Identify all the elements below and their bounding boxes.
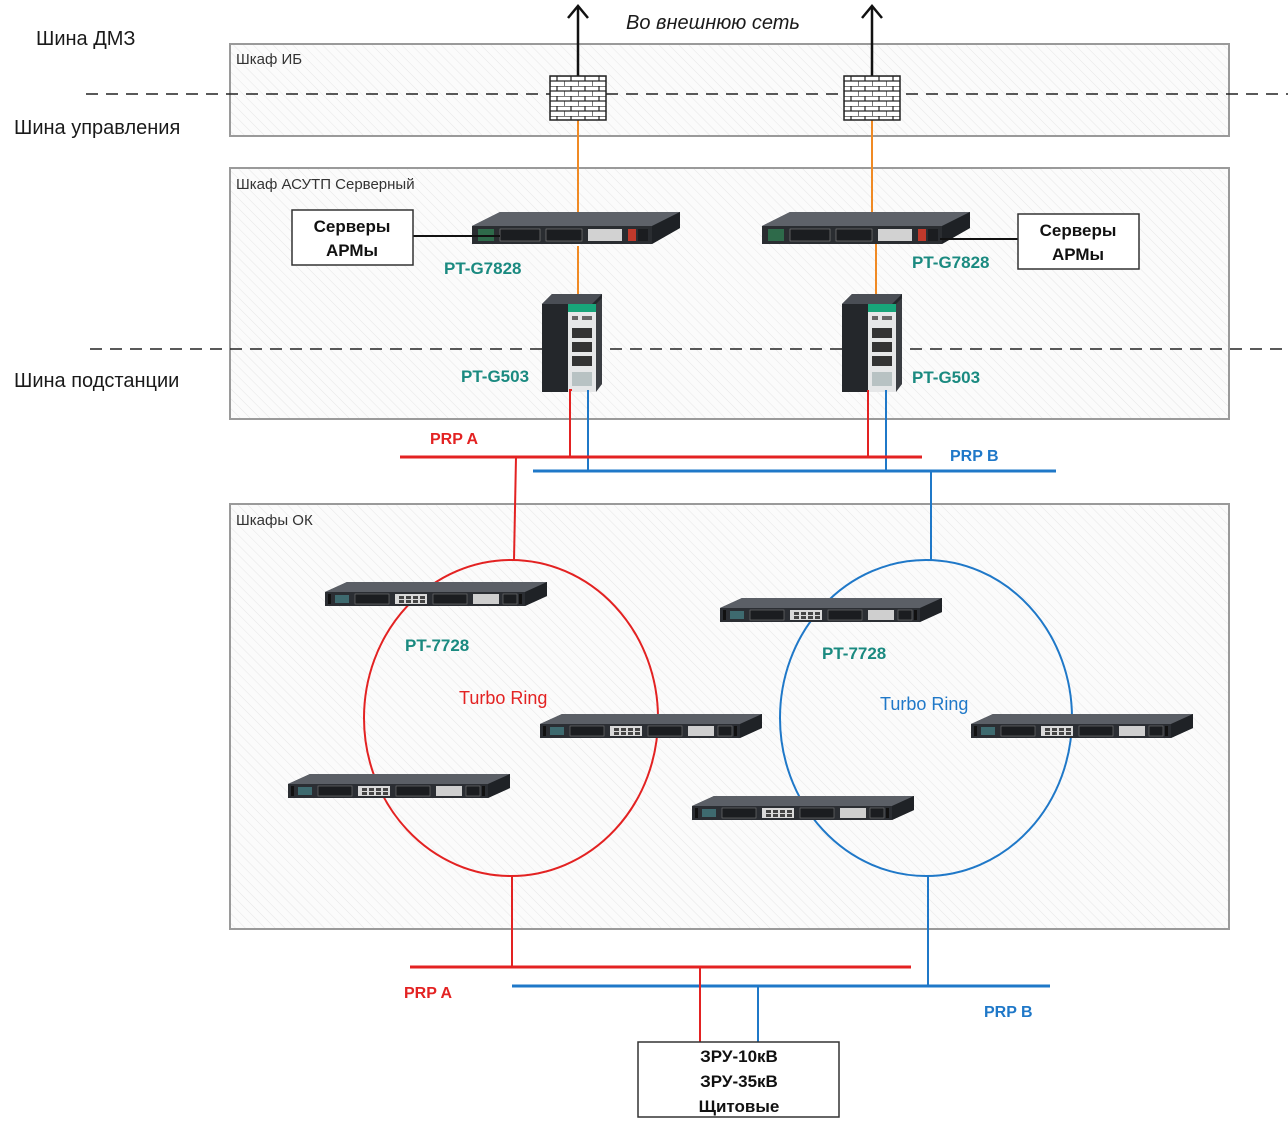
firewall-icon	[549, 75, 607, 121]
equipment-line-3: Щитовые	[699, 1097, 780, 1116]
substation-equipment-box: ЗРУ-10кВ ЗРУ-35кВ Щитовые	[637, 1041, 840, 1118]
bus-control-label: Шина управления	[14, 117, 180, 139]
core-switch-icon	[471, 211, 681, 245]
ring-switch-icon	[324, 581, 548, 607]
cabinet-ib-label: Шкаф ИБ	[236, 51, 302, 68]
prp-b-label-bottom: PRP B	[984, 1004, 1033, 1021]
prp-box-label-left: PT-G503	[461, 367, 529, 386]
turbo-ring-b-label: Turbo Ring	[880, 694, 968, 714]
prp-b-label-top: PRP B	[950, 448, 999, 465]
cabinet-ok-label: Шкафы ОК	[236, 512, 313, 529]
bus-substation-label: Шина подстанции	[14, 370, 179, 392]
core-switch-label-right: PT-G7828	[912, 253, 990, 272]
prp-a-label-bottom: PRP A	[404, 985, 452, 1002]
prp-box-icon	[542, 294, 602, 392]
server-box-left-line2: АРМы	[326, 241, 378, 260]
core-switch-label-left: PT-G7828	[444, 259, 522, 278]
prp-a-drop-left	[569, 389, 572, 457]
prp-box-icon	[842, 294, 902, 392]
cabinet-asutp-label: Шкаф АСУТП Серверный	[236, 176, 415, 193]
prp-box-label-right: PT-G503	[912, 368, 980, 387]
server-box-right-line2: АРМы	[1052, 245, 1104, 264]
equipment-line-2: ЗРУ-35кВ	[700, 1072, 778, 1091]
ring-switch-icon	[719, 597, 943, 623]
ring-switch-icon	[539, 713, 763, 739]
uplink-arrow-right	[861, 4, 883, 76]
ring-switch-label-left: PT-7728	[405, 636, 469, 655]
firewall-icon	[843, 75, 901, 121]
cabinet-asutp	[229, 167, 1230, 420]
uplink-arrow-left	[567, 4, 589, 76]
server-box-right: Серверы АРМы	[1017, 213, 1140, 270]
bus-dmz-label: Шина ДМЗ	[36, 28, 136, 50]
ring-switch-icon	[691, 795, 915, 821]
turbo-ring-a-label: Turbo Ring	[459, 688, 547, 708]
ring-switch-label-right: PT-7728	[822, 644, 886, 663]
core-switch-icon	[761, 211, 971, 245]
server-box-left: Серверы АРМы	[291, 209, 414, 266]
equipment-line-1: ЗРУ-10кВ	[700, 1047, 778, 1066]
cabinet-ib	[229, 43, 1230, 137]
external-network-label: Во внешнюю сеть	[626, 12, 800, 34]
server-box-left-line1: Серверы	[314, 217, 391, 236]
prp-a-to-ring-link	[513, 456, 517, 561]
ring-switch-icon	[970, 713, 1194, 739]
prp-a-label-top: PRP A	[430, 431, 478, 448]
ring-switch-icon	[287, 773, 511, 799]
server-box-right-line1: Серверы	[1040, 221, 1117, 240]
